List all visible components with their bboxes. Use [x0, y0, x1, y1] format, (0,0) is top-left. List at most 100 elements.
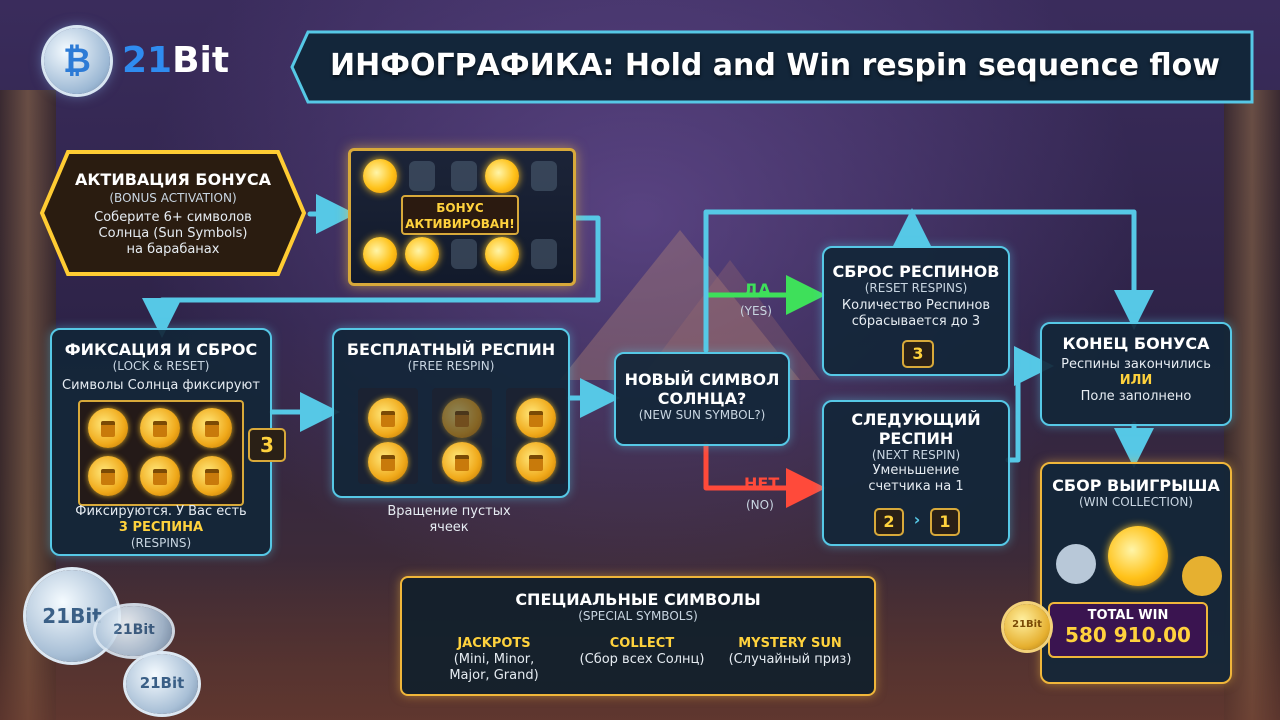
counter-from: 2 [874, 508, 904, 536]
special-item-collect: COLLECT (Сбор всех Солнц) [568, 636, 716, 668]
special-subtitle: (SPECIAL SYMBOLS) [578, 609, 698, 623]
sun-symbol-icon [405, 237, 439, 271]
locked-symbols-grid [78, 400, 244, 506]
gold-coin-text: 21Bit [1012, 619, 1042, 630]
arrow-loop-top [703, 209, 1154, 353]
free-caption-line-2: ячеек [429, 520, 469, 535]
bonus-label-line-2: АКТИВИРОВАН! [405, 217, 515, 231]
lock-subtitle: (LOCK & RESET) [112, 359, 210, 373]
decor-coin-text: 21Bit [113, 622, 155, 638]
win-title: СБОР ВЫИГРЫША [1052, 476, 1220, 495]
next-line-2: счетчика на 1 [868, 479, 964, 494]
decor-coin-3: 21Bit [126, 654, 198, 714]
lock-line-3: (RESPINS) [130, 536, 192, 550]
locked-sun-icon [192, 408, 232, 448]
reset-counter: 3 [902, 340, 934, 368]
locked-sun-icon [192, 456, 232, 496]
locked-sun-icon [88, 408, 128, 448]
hex-frame [39, 150, 307, 276]
reset-line-2: сбрасывается до 3 [851, 314, 981, 329]
no-label: НЕТ [744, 474, 780, 493]
sun-symbol-icon [485, 159, 519, 193]
free-title: БЕСПЛАТНЫЙ РЕСПИН [346, 340, 556, 359]
locked-sun-icon [140, 408, 180, 448]
page-title: ИНФОГРАФИКА: Hold and Win respin sequenc… [330, 48, 1220, 83]
title-banner: ИНФОГРАФИКА: Hold and Win respin sequenc… [290, 28, 1260, 106]
arrow-next-to-end [1005, 346, 1054, 463]
next-title-line-2: РЕСПИН [878, 429, 954, 448]
decision-subtitle: (NEW SUN SYMBOL?) [638, 408, 766, 422]
special-item-desc-1: (Сбор всех Солнц) [579, 652, 705, 667]
node-next-respin: СЛЕДУЮЩИЙ РЕСПИН (NEXT RESPIN) Уменьшени… [822, 400, 1010, 546]
special-item-jackpots: JACKPOTS (Mini, Minor, Major, Grand) [424, 636, 564, 684]
activation-line-2: Солнца (Sun Symbols) [98, 226, 248, 241]
next-line-1: Уменьшение [872, 463, 960, 478]
reset-line-1: Количество Респинов [841, 298, 991, 313]
locked-sun-icon [88, 456, 128, 496]
activation-line-3: на барабанах [126, 242, 220, 257]
reset-title: СБРОС РЕСПИНОВ [832, 262, 1000, 281]
gold-coin-icon: 21Bit [1004, 604, 1050, 650]
decision-title-line-1: НОВЫЙ СИМВОЛ [624, 370, 780, 389]
bonus-label-line-1: БОНУС [436, 201, 484, 215]
yes-sublabel: (YES) [740, 304, 772, 318]
lock-line-1: Символы Солнца фиксируют [62, 378, 260, 393]
brand-part-word: Bit [172, 40, 230, 81]
total-win-panel: TOTAL WIN 580 910.00 [1048, 602, 1208, 658]
chevron-right-icon: › [913, 510, 921, 529]
special-symbols-panel: СПЕЦИАЛЬНЫЕ СИМВОЛЫ (SPECIAL SYMBOLS) JA… [400, 576, 876, 696]
locked-sun-icon [368, 442, 408, 482]
end-or: ИЛИ [1119, 373, 1153, 388]
respin-counter: 3 [248, 428, 286, 462]
brand-logo[interactable]: ₿ [44, 28, 110, 94]
activation-line-1: Соберите 6+ символов [94, 210, 252, 225]
silver-coin-stack-icon [1056, 544, 1096, 584]
empty-cell-icon [409, 161, 435, 191]
locked-sun-icon [442, 442, 482, 482]
activation-title: АКТИВАЦИЯ БОНУСА [74, 170, 272, 189]
arrow-decision-no [703, 441, 826, 508]
empty-cell-icon [531, 239, 557, 269]
locked-sun-icon [516, 442, 556, 482]
special-item-name: JACKPOTS [457, 636, 531, 651]
reel-preview: БОНУС АКТИВИРОВАН! [348, 148, 576, 286]
counter-to: 1 [930, 508, 960, 536]
activation-subtitle: (BONUS ACTIVATION) [109, 191, 237, 205]
arrow-reel-to-lock [142, 215, 601, 338]
empty-cell-icon [451, 239, 477, 269]
no-sublabel: (NO) [746, 498, 774, 512]
sun-symbol-icon [363, 237, 397, 271]
special-item-name: COLLECT [609, 636, 675, 651]
node-free-respin: БЕСПЛАТНЫЙ РЕСПИН (FREE RESPIN) [332, 328, 570, 498]
decor-coin-2: 21Bit [96, 606, 172, 656]
bonus-activated-label: БОНУС АКТИВИРОВАН! [401, 195, 519, 235]
sun-symbol-icon [485, 237, 519, 271]
spinning-cell-icon [442, 398, 482, 438]
decor-coin-text: 21Bit [42, 604, 102, 628]
yes-label: ДА [744, 280, 771, 299]
special-item-mystery-sun: MYSTERY SUN (Случайный приз) [720, 636, 860, 668]
next-title-line-1: СЛЕДУЮЩИЙ [851, 410, 981, 429]
end-line-1: Респины закончились [1061, 357, 1211, 372]
special-item-desc-1: (Случайный приз) [728, 652, 852, 667]
special-item-name: MYSTERY SUN [738, 636, 842, 651]
sun-symbol-icon [363, 159, 397, 193]
node-win-collection: СБОР ВЫИГРЫША (WIN COLLECTION) [1040, 462, 1232, 684]
brand-name: 21Bit [122, 40, 229, 81]
total-win-value: 580 910.00 [1065, 623, 1191, 647]
respin-reel-1 [358, 388, 418, 484]
special-title: СПЕЦИАЛЬНЫЕ СИМВОЛЫ [515, 590, 761, 609]
locked-sun-icon [368, 398, 408, 438]
gold-coin-stack-icon [1182, 556, 1222, 596]
lock-line-2: Фиксируются. У Вас есть [75, 504, 247, 519]
locked-sun-icon [516, 398, 556, 438]
free-subtitle: (FREE RESPIN) [407, 359, 495, 373]
next-subtitle: (NEXT RESPIN) [871, 448, 961, 462]
decor-coin-text: 21Bit [139, 674, 185, 692]
special-item-desc-1: (Mini, Minor, [453, 652, 535, 667]
node-reset-respins: СБРОС РЕСПИНОВ (RESET RESPINS) Количеств… [822, 246, 1010, 376]
empty-cell-icon [451, 161, 477, 191]
free-caption-line-1: Вращение пустых [387, 504, 511, 519]
bitcoin-icon: ₿ [63, 41, 91, 81]
total-win-label: TOTAL WIN [1087, 608, 1169, 623]
